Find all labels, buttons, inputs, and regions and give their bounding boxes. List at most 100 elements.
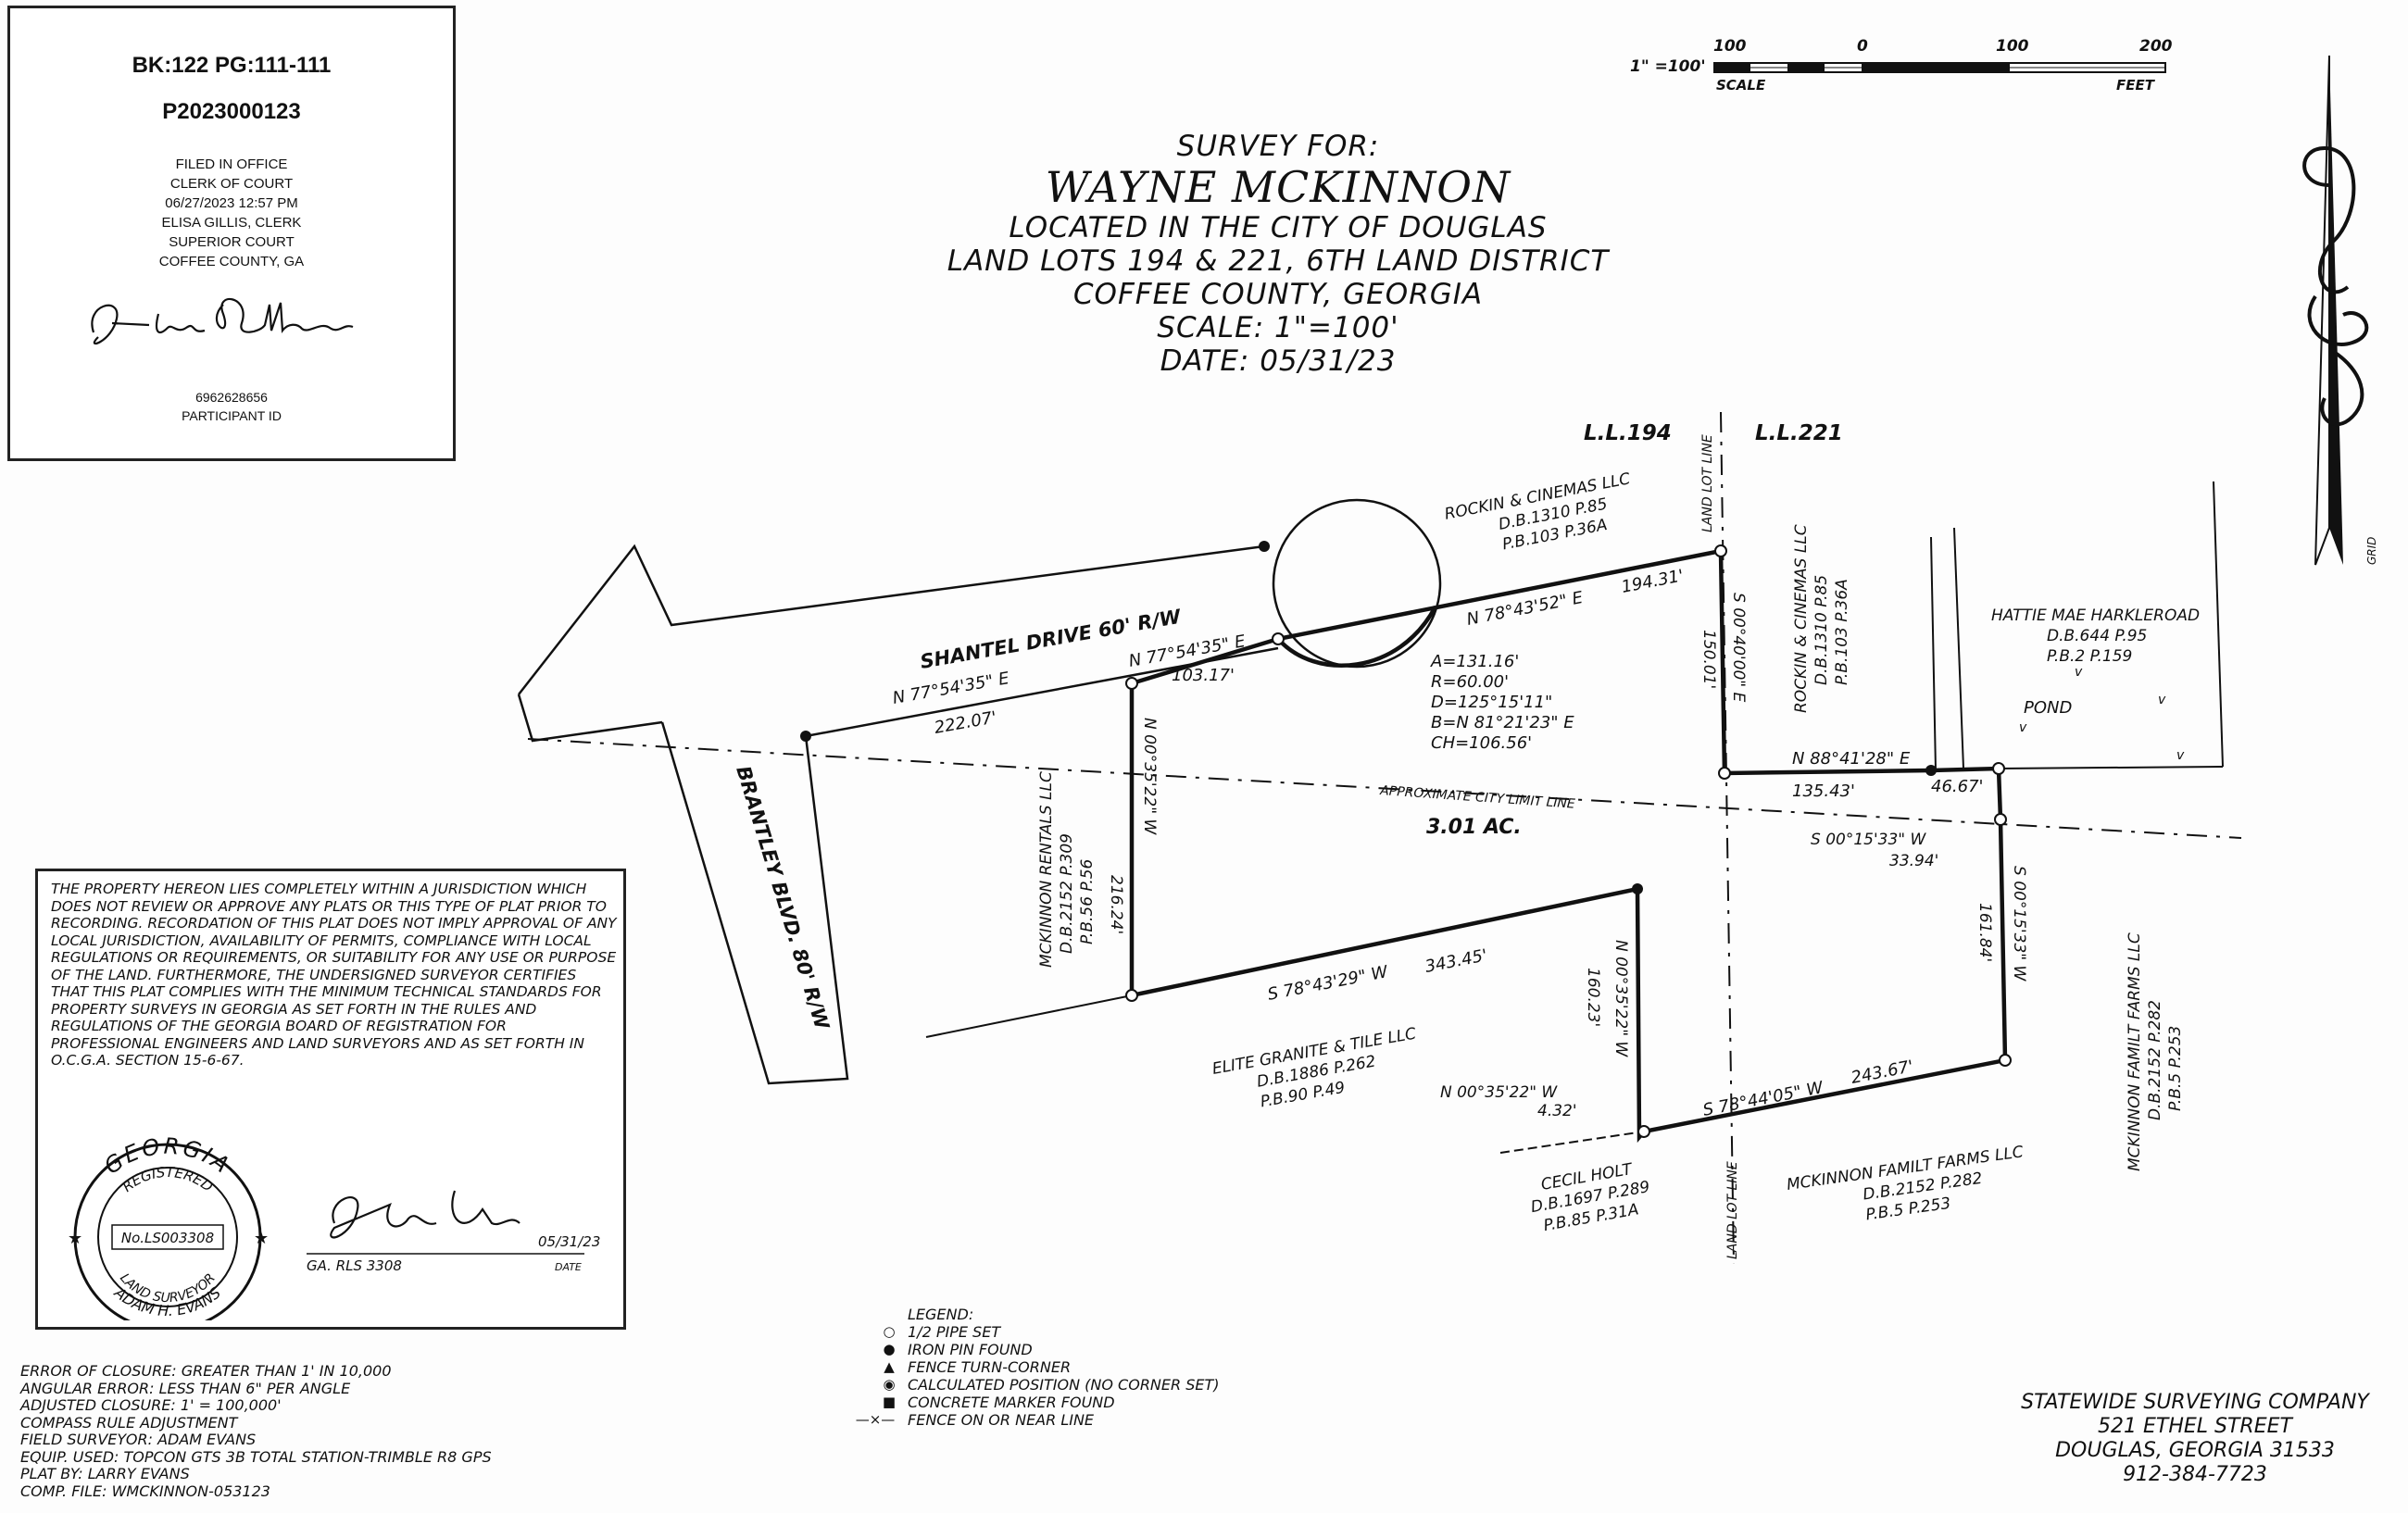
scale-tick-label: 100 — [1713, 37, 1747, 56]
participant-block: 6962628656 PARTICIPANT ID — [10, 388, 453, 425]
distance: 33.94' — [1889, 852, 1938, 870]
filed-block: FILED IN OFFICE CLERK OF COURT 06/27/202… — [10, 155, 453, 271]
acreage: 3.01 AC. — [1426, 816, 1522, 839]
bearing: S 00°15'33" W — [2010, 866, 2028, 982]
distance: 160.23' — [1584, 968, 1602, 1027]
company-city: DOUGLAS, GEORGIA 31533 — [2055, 1439, 2335, 1462]
survey-notes: ERROR OF CLOSURE: GREATER THAN 1' IN 10,… — [20, 1362, 492, 1500]
svg-text:D.B.644 P.95: D.B.644 P.95 — [2047, 627, 2147, 645]
adjoiner-mckinnon-farms-east: MCKINNON FAMILT FARMS LLC D.B.2152 P.282… — [2126, 932, 2185, 1171]
scale-tick-label: 100 — [1996, 37, 2029, 56]
filled-square-icon: ■ — [882, 1394, 897, 1410]
feet-word: FEET — [2116, 77, 2154, 94]
grid-label: GRID — [2365, 537, 2378, 565]
surveyor-seal: GEORGIA REGISTERED LAND SURVEYOR ADAM H.… — [68, 1135, 600, 1320]
filed-line: COFFEE COUNTY, GA — [158, 254, 305, 269]
adjoiner-cecil: CECIL HOLT D.B.1697 P.289 P.B.85 P.31A — [1529, 1160, 1650, 1235]
legend-item: ■CONCRETE MARKER FOUND — [871, 1394, 1220, 1411]
curve-line: A=131.16' — [1430, 652, 1519, 671]
note-line: ANGULAR ERROR: LESS THAN 6" PER ANGLE — [20, 1379, 351, 1397]
curve-line: R=60.00' — [1431, 672, 1509, 692]
bearing: N 88°41'28" E — [1792, 749, 1911, 769]
dotted-circle-icon: ◉ — [883, 1376, 896, 1393]
company-phone: 912-384-7723 — [2123, 1463, 2267, 1486]
title-line: LOCATED IN THE CITY OF DOUGLAS — [1009, 211, 1548, 244]
distance: 103.17' — [1172, 666, 1235, 685]
legend-item: ●IRON PIN FOUND — [871, 1341, 1220, 1358]
rls-number: GA. RLS 3308 — [307, 1257, 402, 1274]
svg-text:D.B.2152 P.309: D.B.2152 P.309 — [1058, 833, 1076, 954]
curve-line: D=125°15'11" — [1431, 693, 1552, 712]
marsh-mark: ⅴ — [2075, 665, 2083, 680]
city-limit-label: APPROXIMATE CITY LIMIT LINE — [1379, 783, 1576, 812]
distance: 343.45' — [1423, 945, 1489, 977]
legend-item: ◉CALCULATED POSITION (NO CORNER SET) — [871, 1376, 1219, 1394]
distance: 150.01' — [1699, 630, 1718, 689]
adjoiner-rockin-north: ROCKIN & CINEMAS LLC D.B.1310 P.85 P.B.1… — [1443, 469, 1632, 554]
legend-title: LEGEND: — [908, 1306, 974, 1323]
bearing: N 00°35'22" W — [1612, 940, 1630, 1057]
note-line: PLAT BY: LARRY EVANS — [20, 1465, 190, 1482]
bearing: N 78°43'52" E — [1465, 588, 1586, 630]
bearing: N 00°35'22" W — [1140, 718, 1159, 835]
svg-text:P.B.56 P.56: P.B.56 P.56 — [1078, 858, 1097, 944]
sign-date: 05/31/23 — [538, 1233, 600, 1250]
filed-line: CLERK OF COURT — [169, 176, 294, 192]
note-line: COMP. FILE: WMCKINNON-053123 — [20, 1482, 270, 1500]
curve-line: CH=106.56' — [1431, 733, 1532, 753]
marsh-mark: ⅴ — [2176, 748, 2185, 763]
land-lot-194: L.L.194 — [1584, 421, 1672, 445]
svg-text:P.B.103 P.36A: P.B.103 P.36A — [1833, 579, 1851, 685]
bearing: S 00°15'33" W — [1811, 831, 1926, 849]
surveyor-signature — [330, 1190, 520, 1239]
seal-registered: REGISTERED — [119, 1164, 217, 1195]
fence-line-icon: —×— — [855, 1411, 896, 1428]
land-lot-line-label: LAND LOT LINE — [1725, 1161, 1740, 1259]
legend: LEGEND: ○1/2 PIPE SET ●IRON PIN FOUND ▲F… — [856, 1306, 1220, 1429]
note-line: COMPASS RULE ADJUSTMENT — [20, 1413, 238, 1432]
adjoiner-rockin-east: ROCKIN & CINEMAS LLC D.B.1310 P.85 P.B.1… — [1792, 524, 1851, 713]
svg-text:P.B.5 P.253: P.B.5 P.253 — [2166, 1026, 2185, 1111]
scale-word: SCALE — [1716, 77, 1766, 94]
scale-tick-label: 0 — [1857, 37, 1868, 56]
certificate-text: THE PROPERTY HEREON LIES COMPLETELY WITH… — [51, 881, 617, 1069]
legend-item: ○1/2 PIPE SET — [871, 1323, 1220, 1341]
instrument-number: P2023000123 — [162, 99, 301, 124]
marsh-mark: ⅴ — [2158, 693, 2166, 707]
title-line: COFFEE COUNTY, GEORGIA — [1072, 278, 1484, 311]
marsh-mark: ⅴ — [2019, 720, 2027, 735]
recording-stamp: BK:122 PG:111-111 P2023000123 FILED IN O… — [7, 6, 456, 461]
note-line: FIELD SURVEYOR: ADAM EVANS — [20, 1431, 257, 1448]
title-line: LAND LOTS 194 & 221, 6TH LAND DISTRICT — [947, 244, 1610, 278]
filed-line: SUPERIOR COURT — [169, 234, 295, 250]
book-page: BK:122 PG:111-111 — [132, 53, 332, 78]
bearing: S 78°43'29" W — [1266, 962, 1390, 1005]
title-scale: SCALE: 1"=100' — [1157, 311, 1399, 344]
adjoiner-mckinnon-rentals: MCKINNON RENTALS LLC D.B.2152 P.309 P.B.… — [1037, 771, 1097, 968]
bearing: N 00°35'22" W — [1440, 1083, 1558, 1102]
svg-text:D.B.2152 P.282: D.B.2152 P.282 — [2146, 1000, 2164, 1120]
distance: 161.84' — [1975, 903, 1994, 962]
pond-label: POND — [2024, 698, 2072, 718]
svg-text:REGISTERED: REGISTERED — [119, 1164, 217, 1195]
title-date: DATE: 05/31/23 — [1160, 344, 1397, 378]
open-circle-icon: ○ — [883, 1323, 896, 1340]
adjoiner-mckinnon-farms-south: MCKINNON FAMILT FARMS LLC D.B.2152 P.282… — [1786, 1143, 2025, 1224]
filed-line: FILED IN OFFICE — [175, 156, 288, 172]
scale-ratio: 1" =100' — [1630, 57, 1706, 76]
seal-star: ★ — [254, 1229, 269, 1248]
svg-text:P.B.2 P.159: P.B.2 P.159 — [2047, 647, 2132, 666]
scale-bar — [1713, 62, 2166, 73]
seal-number: No.LS003308 — [121, 1230, 214, 1246]
distance: 135.43' — [1792, 782, 1855, 801]
svg-text:MCKINNON FAMILT FARMS LLC: MCKINNON FAMILT FARMS LLC — [2126, 932, 2144, 1171]
note-line: EQUIP. USED: TOPCON GTS 3B TOTAL STATION… — [20, 1447, 492, 1466]
seal-star: ★ — [68, 1229, 82, 1248]
date-label: DATE — [555, 1261, 582, 1273]
distance: 46.67' — [1931, 777, 1983, 796]
scale-tick-label: 200 — [2139, 37, 2173, 56]
brantley-blvd-label: BRANTLEY BLVD. 80' R/W — [732, 763, 834, 1032]
company-block: STATEWIDE SURVEYING COMPANY 521 ETHEL ST… — [1991, 1391, 2399, 1487]
svg-text:MCKINNON RENTALS LLC: MCKINNON RENTALS LLC — [1037, 771, 1056, 968]
